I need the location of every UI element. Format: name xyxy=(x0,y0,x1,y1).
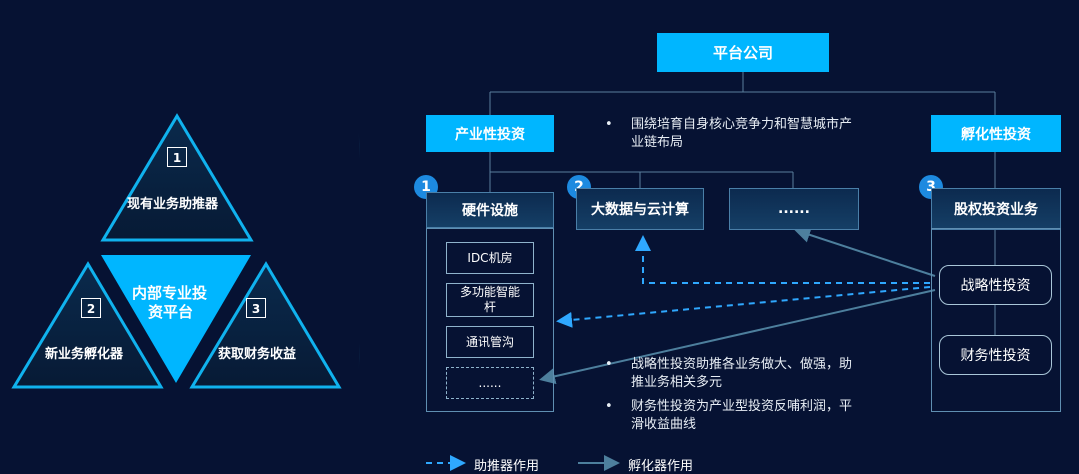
hardware-more-item: ...... xyxy=(446,367,534,399)
equity-panel xyxy=(931,228,1061,412)
legend-solid-label: 孵化器作用 xyxy=(628,459,694,474)
smart-pole-line1: 多功能智能 xyxy=(459,285,520,299)
legend-dashed-label: 助推器作用 xyxy=(474,459,540,474)
triangle-top-number: 1 xyxy=(167,147,187,167)
strategic-bullet: • 战略性投资助推各业务做大、做强，助 推业务相关多元 xyxy=(605,356,905,396)
bullet-dot: • xyxy=(605,357,613,372)
top-bullet-line2: 业链布局 xyxy=(631,135,684,150)
triangle-left-number: 2 xyxy=(81,298,101,318)
platform-company-box: 平台公司 xyxy=(657,33,829,72)
triangle-center xyxy=(101,255,251,383)
separator-chevron xyxy=(358,128,360,374)
center-label-line1: 内部专业投 xyxy=(132,284,208,302)
hardware-box: 硬件设施 xyxy=(426,192,554,228)
triangle-left xyxy=(11,261,164,389)
financial-bullet: • 财务性投资为产业型投资反哺利润，平 滑收益曲线 xyxy=(605,398,905,438)
incubation-investment-box: 孵化性投资 xyxy=(931,115,1061,152)
triangle-top xyxy=(100,113,254,242)
triangle-left-label: 新业务孵化器 xyxy=(45,347,124,362)
triangle-right xyxy=(189,261,342,389)
center-label-line2: 资平台 xyxy=(148,303,194,321)
more-box: ...... xyxy=(729,188,859,230)
strategic-investment-pill: 战略性投资 xyxy=(939,265,1052,305)
triangle-top-label: 现有业务助推器 xyxy=(127,197,219,212)
financial-investment-pill: 财务性投资 xyxy=(939,335,1052,375)
strategic-bullet-line2: 推业务相关多元 xyxy=(631,375,723,390)
equity-investment-box: 股权投资业务 xyxy=(931,188,1061,230)
strategic-bullet-line1: 战略性投资助推各业务做大、做强，助 xyxy=(631,357,853,372)
financial-bullet-line1: 财务性投资为产业型投资反哺利润，平 xyxy=(631,399,853,414)
bullet-dot: • xyxy=(605,399,613,414)
smart-pole-item: 多功能智能 杆 xyxy=(446,283,534,317)
triangle-graphic xyxy=(11,113,360,389)
top-bullet: • 围绕培育自身核心竞争力和智慧城市产 业链布局 xyxy=(605,116,905,156)
industrial-investment-box: 产业性投资 xyxy=(426,115,554,152)
bigdata-cloud-box: 大数据与云计算 xyxy=(576,188,704,230)
smart-pole-line2: 杆 xyxy=(483,300,496,314)
bullet-dot: • xyxy=(605,117,613,132)
hardware-panel xyxy=(426,228,554,412)
triangle-right-label: 获取财务收益 xyxy=(218,347,297,362)
comm-trench-item: 通讯管沟 xyxy=(446,326,534,358)
triangle-right-number: 3 xyxy=(246,298,266,318)
idc-room-item: IDC机房 xyxy=(446,242,534,274)
financial-bullet-line2: 滑收益曲线 xyxy=(631,417,697,432)
top-bullet-line1: 围绕培育自身核心竞争力和智慧城市产 xyxy=(631,117,853,132)
